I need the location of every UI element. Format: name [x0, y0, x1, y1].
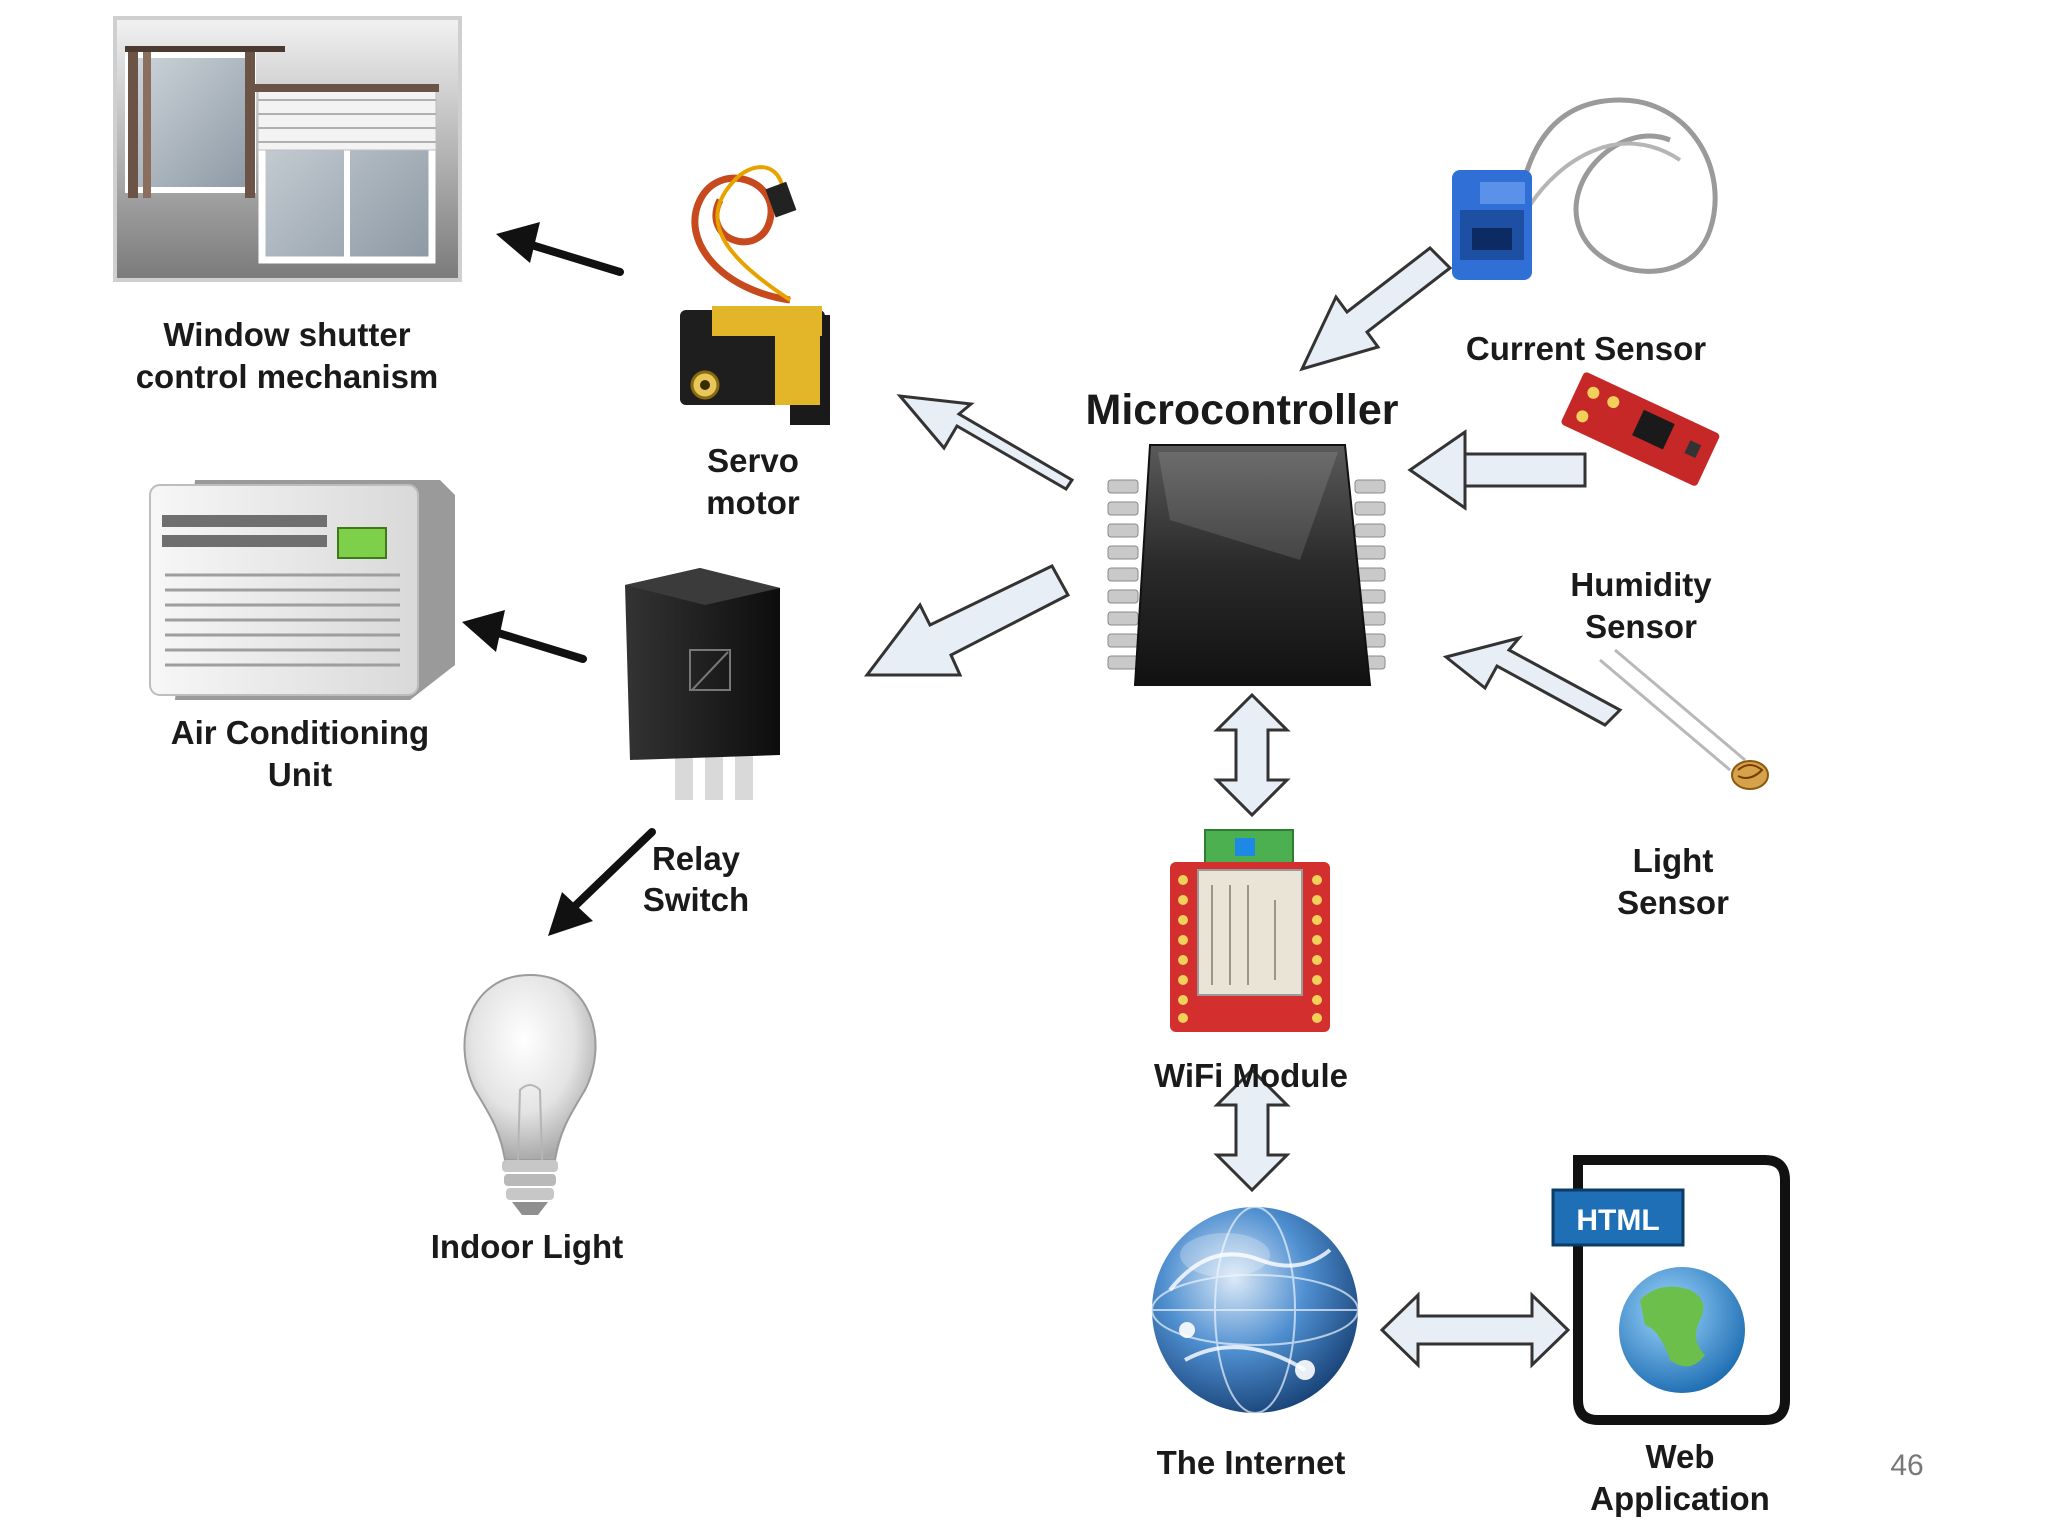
light-bulb-icon	[463, 973, 597, 1215]
microcontroller-chip-icon	[1107, 444, 1386, 686]
label-humidity-1: Humidity	[1570, 566, 1712, 603]
arrow-microcontroller-to-relay	[863, 564, 1071, 677]
label-light-sensor-2: Sensor	[1617, 884, 1729, 921]
label-window-shutter-1: Window shutter	[163, 316, 410, 353]
label-web-app-2: Application	[1590, 1480, 1770, 1517]
label-ac-2: Unit	[268, 756, 332, 793]
arrow-relay-to-ac	[462, 610, 587, 663]
humidity-sensor-icon	[1561, 372, 1720, 486]
html-document-icon: HTML	[1551, 1155, 1790, 1425]
arrow-microcontroller-to-servo	[896, 394, 1075, 492]
label-light-sensor-1: Light	[1633, 842, 1714, 879]
label-indoor-light: Indoor Light	[431, 1228, 623, 1265]
label-wifi-module: WiFi Module	[1154, 1057, 1348, 1094]
label-servo-1: Servo	[707, 442, 799, 479]
current-sensor-icon	[1452, 97, 1718, 280]
label-current-sensor: Current Sensor	[1466, 330, 1706, 367]
label-servo-2: motor	[706, 484, 800, 521]
arrow-internet-webapp-bidirectional	[1379, 1291, 1571, 1369]
label-internet: The Internet	[1157, 1444, 1346, 1481]
arrow-light-sensor-to-microcontroller	[1442, 635, 1623, 727]
wifi-module-icon	[1170, 829, 1330, 1032]
label-web-app-1: Web	[1645, 1438, 1714, 1475]
label-microcontroller: Microcontroller	[1086, 386, 1399, 434]
window-shutter-icon	[113, 16, 462, 282]
light-sensor-icon	[1599, 648, 1769, 790]
label-relay-2: Switch	[643, 881, 749, 918]
air-conditioner-icon	[149, 480, 455, 700]
arrow-microcontroller-wifi-bidirectional	[1213, 692, 1291, 818]
label-relay-1: Relay	[652, 840, 741, 877]
relay-switch-icon	[625, 568, 780, 800]
servo-motor-icon	[680, 165, 830, 425]
page-number: 46	[1890, 1449, 1923, 1482]
arrow-wifi-internet-bidirectional	[1213, 1067, 1291, 1193]
label-humidity-2: Sensor	[1585, 608, 1697, 645]
arrow-relay-to-light	[548, 828, 656, 936]
label-window-shutter-2: control mechanism	[136, 358, 439, 395]
arrow-humidity-sensor-to-microcontroller	[1407, 429, 1587, 511]
label-ac-1: Air Conditioning	[171, 714, 429, 751]
arrow-servo-to-window	[496, 222, 624, 276]
globe-icon	[1151, 1206, 1359, 1414]
arrow-current-sensor-to-microcontroller	[1299, 246, 1453, 372]
html-badge-text: HTML	[1576, 1204, 1659, 1237]
